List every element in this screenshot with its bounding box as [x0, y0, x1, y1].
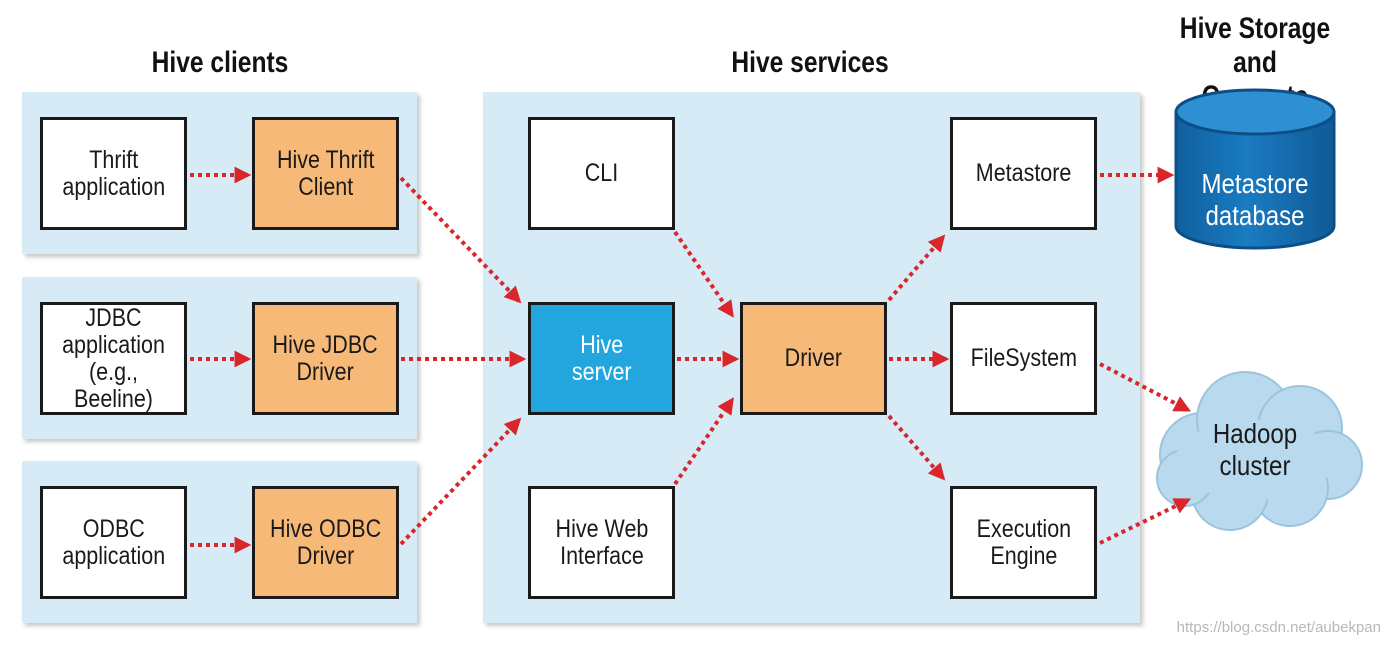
- hive-server-label: Hive server: [571, 330, 632, 386]
- arrow-filesystem-to-hadoop: [1099, 362, 1191, 412]
- hive-thrift-client-label: Hive Thrift Client: [276, 145, 375, 201]
- hive-clients-heading: Hive clients: [151, 46, 289, 79]
- arrow-driver-to-metastore: [887, 234, 946, 302]
- thrift-application-box[interactable]: Thrift application: [40, 117, 187, 230]
- jdbc-application-box[interactable]: JDBC application (e.g., Beeline): [40, 302, 187, 415]
- hive-services-heading: Hive services: [731, 46, 889, 79]
- hive-odbc-driver-box[interactable]: Hive ODBC Driver: [252, 486, 399, 599]
- metastore-database-label: Metastore database: [1201, 168, 1309, 231]
- driver-box[interactable]: Driver: [740, 302, 887, 415]
- thrift-application-label: Thrift application: [62, 145, 165, 201]
- filesystem-label: FileSystem: [970, 344, 1077, 372]
- jdbc-application-label: JDBC application (e.g., Beeline): [62, 303, 165, 413]
- driver-label: Driver: [784, 344, 843, 372]
- hive-web-interface-label: Hive Web Interface: [555, 514, 648, 570]
- filesystem-box[interactable]: FileSystem: [950, 302, 1097, 415]
- metastore-label: Metastore: [975, 159, 1072, 187]
- metastore-database-icon: [1174, 88, 1336, 250]
- execution-engine-box[interactable]: Execution Engine: [950, 486, 1097, 599]
- hive-odbc-driver-label: Hive ODBC Driver: [269, 514, 382, 570]
- hive-web-interface-box[interactable]: Hive Web Interface: [528, 486, 675, 599]
- arrow-web-to-driver: [673, 397, 734, 486]
- hive-jdbc-driver-label: Hive JDBC Driver: [272, 330, 379, 386]
- arrow-odbc-driver-to-server: [399, 417, 522, 546]
- arrow-cli-to-driver: [673, 230, 734, 318]
- odbc-application-label: ODBC application: [62, 514, 165, 570]
- metastore-box[interactable]: Metastore: [950, 117, 1097, 230]
- arrow-driver-to-execution: [887, 414, 946, 481]
- execution-engine-label: Execution Engine: [976, 514, 1071, 570]
- cli-box[interactable]: CLI: [528, 117, 675, 230]
- hive-thrift-client-box[interactable]: Hive Thrift Client: [252, 117, 399, 230]
- hive-jdbc-driver-box[interactable]: Hive JDBC Driver: [252, 302, 399, 415]
- hadoop-cloud-icon: [1156, 371, 1363, 531]
- watermark-text: https://blog.csdn.net/aubekpan: [1176, 619, 1381, 636]
- hive-server-box[interactable]: Hive server: [528, 302, 675, 415]
- arrow-execution-to-hadoop: [1099, 498, 1192, 545]
- odbc-application-box[interactable]: ODBC application: [40, 486, 187, 599]
- hadoop-cluster-label: Hadoop cluster: [1212, 418, 1298, 481]
- cli-label: CLI: [584, 159, 619, 187]
- arrow-thrift-client-to-server: [399, 176, 522, 304]
